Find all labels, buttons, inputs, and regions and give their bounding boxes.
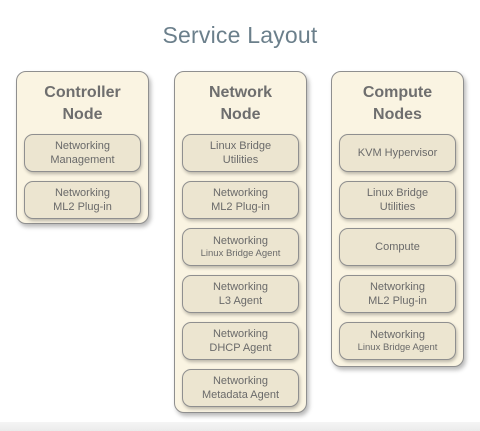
- floor-shadow: [0, 422, 480, 431]
- component-label: Networking: [54, 140, 111, 152]
- network-node-box: Network Node Linux Bridge Utilities Netw…: [174, 71, 307, 413]
- node-title-line: Nodes: [373, 106, 422, 123]
- component-label: Linux Bridge Agent: [357, 342, 438, 353]
- component-metadata-agent: Networking Metadata Agent: [182, 369, 299, 407]
- node-title-line: Compute: [362, 84, 433, 101]
- component-linux-bridge-agent: Networking Linux Bridge Agent: [182, 228, 299, 266]
- component-label: Networking: [212, 187, 269, 199]
- component-ml2-plugin: Networking ML2 Plug-in: [24, 181, 141, 219]
- compute-nodes-title: Compute Nodes: [332, 82, 463, 126]
- component-label: Networking: [212, 375, 269, 387]
- network-node-title: Network Node: [175, 82, 306, 126]
- component-label: Utilities: [222, 154, 259, 166]
- component-l3-agent: Networking L3 Agent: [182, 275, 299, 313]
- component-label: Networking: [212, 328, 269, 340]
- component-label: ML2 Plug-in: [53, 201, 112, 213]
- component-linux-bridge-agent: Networking Linux Bridge Agent: [339, 322, 456, 360]
- component-label: DHCP Agent: [209, 342, 272, 354]
- component-label: Networking: [212, 281, 269, 293]
- component-label: Networking: [212, 235, 269, 247]
- component-compute: Compute: [339, 228, 456, 266]
- component-kvm-hypervisor: KVM Hypervisor: [339, 134, 456, 172]
- component-label: Compute: [375, 241, 420, 253]
- component-label: ML2 Plug-in: [211, 201, 270, 213]
- component-networking-management: Networking Management: [24, 134, 141, 172]
- controller-node-box: Controller Node Networking Management Ne…: [16, 71, 149, 224]
- component-linux-bridge-utilities: Linux Bridge Utilities: [339, 181, 456, 219]
- component-label: ML2 Plug-in: [368, 295, 427, 307]
- component-label: Networking: [369, 329, 426, 341]
- component-label: Linux Bridge Agent: [200, 248, 281, 259]
- component-label: Linux Bridge: [209, 140, 272, 152]
- component-ml2-plugin: Networking ML2 Plug-in: [339, 275, 456, 313]
- node-title-line: Node: [62, 106, 103, 123]
- component-label: Networking: [54, 187, 111, 199]
- component-label: Metadata Agent: [201, 389, 280, 401]
- node-title-line: Node: [220, 106, 261, 123]
- component-label: Networking: [369, 281, 426, 293]
- component-label: Linux Bridge: [366, 187, 429, 199]
- node-title-line: Controller: [44, 84, 121, 101]
- component-ml2-plugin: Networking ML2 Plug-in: [182, 181, 299, 219]
- component-label: KVM Hypervisor: [357, 147, 438, 159]
- component-linux-bridge-utilities: Linux Bridge Utilities: [182, 134, 299, 172]
- component-dhcp-agent: Networking DHCP Agent: [182, 322, 299, 360]
- controller-node-title: Controller Node: [17, 82, 148, 126]
- component-label: L3 Agent: [218, 295, 263, 307]
- component-label: Management: [50, 154, 115, 166]
- component-label: Utilities: [379, 201, 416, 213]
- compute-nodes-box: Compute Nodes KVM Hypervisor Linux Bridg…: [331, 71, 464, 367]
- node-title-line: Network: [208, 84, 273, 101]
- diagram-title: Service Layout: [162, 22, 318, 48]
